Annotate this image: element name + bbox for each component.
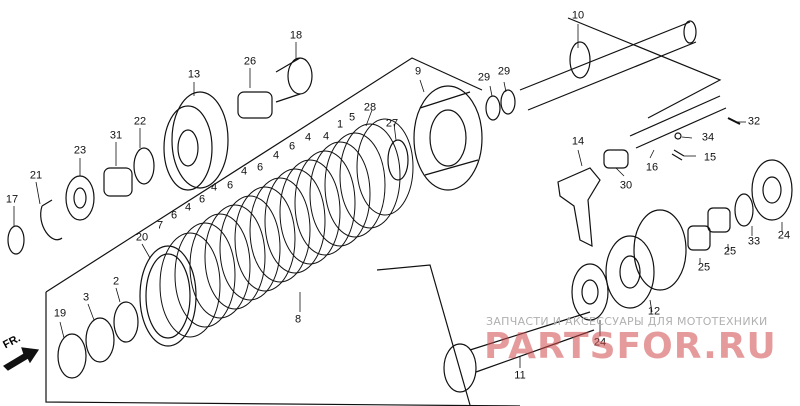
part-label-29: 29 [477, 71, 491, 84]
part-label-6: 6 [170, 209, 178, 222]
part-label-7: 7 [156, 219, 164, 232]
washer-33 [734, 193, 754, 227]
part-label-6: 6 [226, 179, 234, 192]
part-label-13: 13 [187, 68, 201, 81]
collar-31 [103, 167, 133, 197]
nut-17 [7, 225, 25, 255]
watermark-brand: PARTSFOR.RU [484, 326, 777, 367]
bearing-23 [65, 175, 95, 221]
bearing-3 [85, 317, 115, 363]
part-label-18: 18 [289, 29, 303, 42]
front-arrow-icon [3, 347, 40, 371]
part-label-21: 21 [29, 169, 43, 182]
boundary-line-shaft [567, 17, 722, 119]
part-label-17: 17 [5, 193, 19, 206]
part-label-29: 29 [497, 65, 511, 78]
boundary-line-lower [376, 264, 471, 406]
mainshaft-10 [519, 20, 697, 111]
washer-19 [57, 333, 87, 379]
part-label-4: 4 [272, 149, 280, 162]
part-label-16: 16 [645, 161, 659, 174]
washer-22 [133, 147, 155, 185]
part-label-25: 25 [723, 245, 737, 258]
part-label-23: 23 [73, 144, 87, 157]
bearing-24b [751, 159, 793, 221]
part-label-6: 6 [256, 161, 264, 174]
part-label-3: 3 [82, 291, 90, 304]
part-label-5: 5 [348, 111, 356, 124]
boundary-line-top [45, 57, 483, 293]
gear-13 [163, 91, 229, 191]
part-label-24: 24 [777, 229, 791, 242]
ring-29b [500, 89, 516, 115]
part-label-1: 1 [336, 118, 344, 131]
watermark-caption: ЗАПЧАСТИ И АКСЕССУАРЫ ДЛЯ МОТОТЕХНИКИ [486, 315, 768, 328]
part-label-30: 30 [619, 179, 633, 192]
part-label-10: 10 [571, 9, 585, 22]
needle-bearing-26 [237, 91, 273, 119]
part-label-4: 4 [184, 201, 192, 214]
part-label-24: 24 [593, 336, 607, 349]
spring-ring [139, 245, 197, 347]
part-label-6: 6 [198, 193, 206, 206]
boundary-line [45, 292, 521, 406]
part-label-31: 31 [109, 129, 123, 142]
part-label-4: 4 [322, 130, 330, 143]
collar-30 [603, 149, 629, 169]
part-label-14: 14 [571, 135, 585, 148]
part-label-4: 4 [304, 131, 312, 144]
ring-29a [485, 95, 501, 121]
clutch-outer [413, 85, 483, 191]
pin-32 [727, 117, 741, 125]
bearing-24a [571, 263, 609, 321]
bearing-25b [707, 207, 731, 233]
part-label-8: 8 [294, 313, 302, 326]
ring-2 [113, 301, 139, 343]
part-label-11: 11 [514, 369, 526, 382]
shift-fork-14 [557, 167, 601, 248]
part-label-28: 28 [363, 101, 377, 114]
part-label-32: 32 [747, 115, 761, 128]
spring-15 [671, 149, 685, 161]
part-label-27: 27 [385, 117, 399, 130]
part-label-22: 22 [133, 115, 147, 128]
part-label-34: 34 [701, 131, 715, 144]
part-label-19: 19 [53, 307, 67, 320]
ball-34 [674, 132, 682, 140]
bearing-25a [687, 225, 711, 251]
part-label-6: 6 [288, 140, 296, 153]
countershaft-11 [443, 311, 595, 393]
fork-shaft-16 [629, 95, 727, 149]
part-label-26: 26 [243, 55, 257, 68]
part-label-9: 9 [414, 65, 422, 78]
part-label-15: 15 [703, 151, 717, 164]
part-label-4: 4 [240, 165, 248, 178]
part-label-20: 20 [135, 231, 149, 244]
part-label-25: 25 [697, 261, 711, 274]
part-label-33: 33 [747, 235, 761, 248]
clutch-plate-stack [159, 118, 414, 338]
circlip-21 [40, 199, 63, 241]
part-label-12: 12 [647, 305, 661, 318]
gear-12 [605, 209, 687, 309]
part-label-4: 4 [210, 181, 218, 194]
part-label-2: 2 [112, 275, 120, 288]
ring-27 [387, 139, 409, 181]
